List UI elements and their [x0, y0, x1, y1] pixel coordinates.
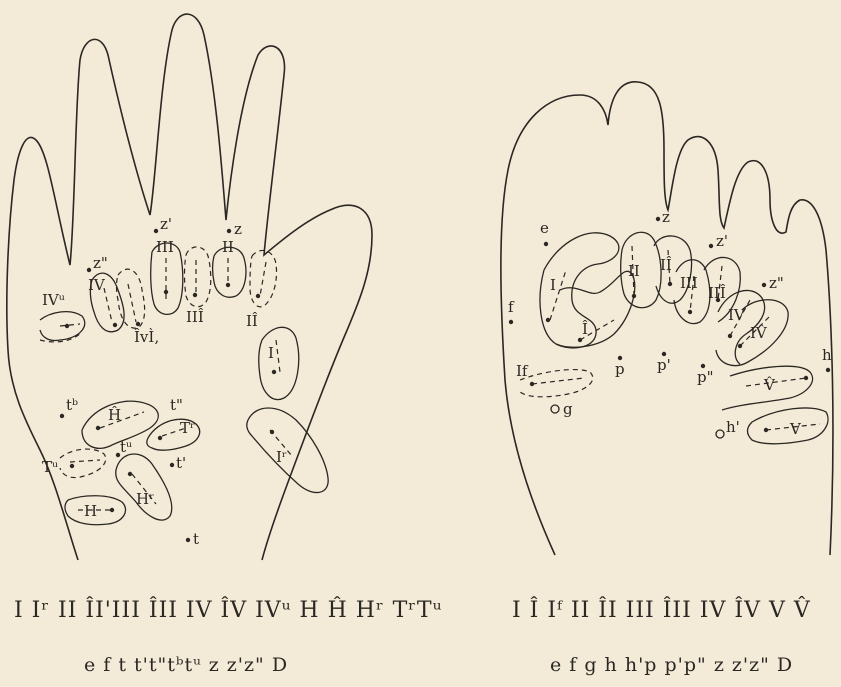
right-dots: [509, 217, 830, 438]
label-II-hat: IÎ: [246, 312, 258, 330]
label-II-hat-foot: IÎ: [660, 256, 672, 274]
label-IVu: IVᵘ: [42, 291, 65, 309]
label-tb: tᵇ: [66, 396, 78, 414]
label-Ir: Iʳ: [276, 448, 287, 466]
label-t-dbl: t": [170, 396, 183, 414]
label-Hr: Hʳ: [136, 490, 154, 508]
label-H: H: [84, 502, 97, 520]
left-hand: z" z' z IVᵘ IV ÎvÌ‚ III IIÎ II IÎ I Iʳ…: [7, 14, 372, 560]
label-p-dbl: p": [697, 368, 714, 386]
label-I-hat-foot: Î: [582, 320, 588, 338]
label-h: h: [822, 346, 832, 364]
label-p-prime: p': [657, 356, 671, 374]
pad-III-hat: [185, 247, 211, 307]
label-t-prime: t': [176, 454, 186, 472]
label-t: t: [193, 530, 199, 548]
left-caption-line2: e f t t't"tᵇtᵘ z z'z" D: [84, 654, 288, 676]
label-V-hat: V̂: [763, 376, 776, 394]
label-V: V: [789, 420, 802, 438]
label-III-foot: III: [680, 274, 698, 292]
label-z: z: [234, 220, 242, 238]
pad-V-foot: [748, 408, 828, 444]
pad-Hr: [116, 454, 172, 520]
label-h-prime: h': [726, 418, 740, 436]
label-Tu: Tᵘ: [42, 458, 58, 476]
label-z-prime: z': [160, 215, 172, 233]
label-If: If: [516, 362, 529, 380]
label-IV-hat: ÎvÌ‚: [134, 328, 159, 346]
pad-Tu: [60, 449, 106, 478]
label-Tr: Tʳ: [180, 419, 195, 437]
left-caption-line1: I Iʳ II ÎI'III ÎII IV ÎV IVᵘ H Ĥ Hʳ Tʳ…: [14, 596, 442, 623]
label-z-dbl: z": [93, 254, 108, 272]
right-labels: e z z' z" I Î II IÎ III IIÎ IV IV̂ f …: [508, 208, 832, 438]
label-e: e: [540, 219, 549, 237]
label-z-dbl-foot: z": [769, 274, 784, 292]
label-z-prime-foot: z': [716, 232, 728, 250]
label-I-foot: I: [550, 276, 556, 294]
label-III-hat-foot: IIÎ: [708, 284, 726, 302]
pad-I: [259, 327, 299, 399]
right-caption-line1: I Î Iᶠ II ÎI III ÎII IV ÎV V V̂: [512, 596, 811, 623]
label-III: III: [156, 238, 174, 256]
label-z-foot: z: [662, 208, 670, 226]
pad-Ir: [247, 408, 328, 493]
label-IV-foot: IV: [728, 306, 746, 324]
label-IV-hat-foot: IV̂: [750, 324, 768, 342]
label-II: II: [222, 238, 234, 256]
label-II-foot: II: [628, 262, 640, 280]
label-g: g: [563, 400, 573, 418]
left-hand-outline: [7, 14, 372, 560]
label-H-hat: Ĥ: [108, 406, 121, 424]
right-caption-line2: e f g h h'p p'p" z z'z" D: [550, 654, 793, 676]
pad-II-hat: [250, 250, 277, 306]
label-I: I: [268, 344, 274, 362]
label-tu: tᵘ: [120, 438, 132, 456]
label-IV: IV: [88, 276, 106, 294]
right-foot: e z z' z" I Î II IÎ III IIÎ IV IV̂ f …: [501, 82, 833, 555]
label-III-hat: IIÎ: [186, 308, 204, 326]
label-f: f: [508, 298, 515, 316]
label-p: p: [615, 360, 625, 378]
